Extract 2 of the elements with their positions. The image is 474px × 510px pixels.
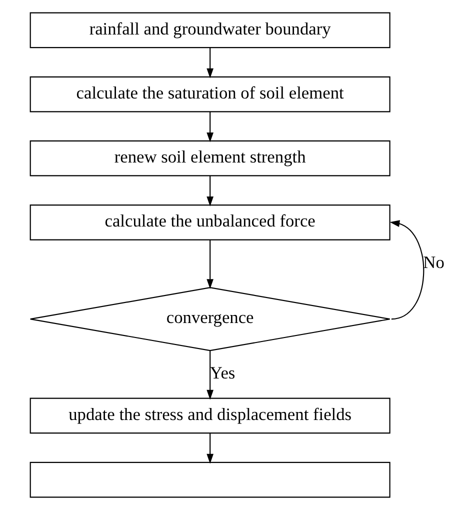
edge-label: No: [422, 252, 444, 272]
edge-label: Yes: [209, 364, 235, 383]
